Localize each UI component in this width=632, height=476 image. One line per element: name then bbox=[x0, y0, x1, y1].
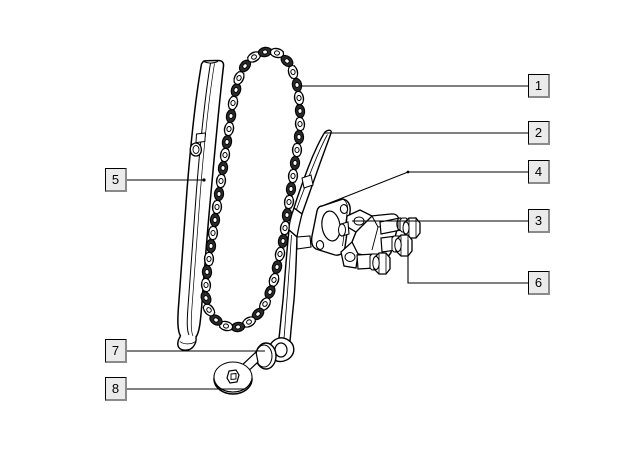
bolt-middle bbox=[391, 234, 413, 257]
leader-dot-4 bbox=[406, 170, 410, 174]
leader-line-4 bbox=[321, 171, 528, 207]
part-1-timing-chain bbox=[198, 45, 306, 334]
callout-8[interactable]: 8 bbox=[105, 377, 127, 401]
part-7-pivot-washer bbox=[255, 342, 277, 370]
part-4-tensioner-gasket bbox=[310, 198, 351, 256]
callout-7[interactable]: 7 bbox=[105, 339, 127, 363]
leader-dot-5 bbox=[202, 178, 206, 182]
callout-6[interactable]: 6 bbox=[528, 271, 550, 295]
callout-1[interactable]: 1 bbox=[528, 74, 550, 98]
callout-3[interactable]: 3 bbox=[528, 209, 550, 233]
leader-lines bbox=[127, 85, 528, 390]
callout-4[interactable]: 4 bbox=[528, 160, 550, 184]
bolt-lower bbox=[369, 252, 391, 275]
part-5-chain-guide-rail bbox=[177, 59, 225, 351]
callout-2[interactable]: 2 bbox=[528, 121, 550, 145]
part-8-pivot-bolt bbox=[213, 350, 259, 395]
callout-5[interactable]: 5 bbox=[105, 168, 127, 192]
leader-line-6 bbox=[407, 240, 528, 284]
